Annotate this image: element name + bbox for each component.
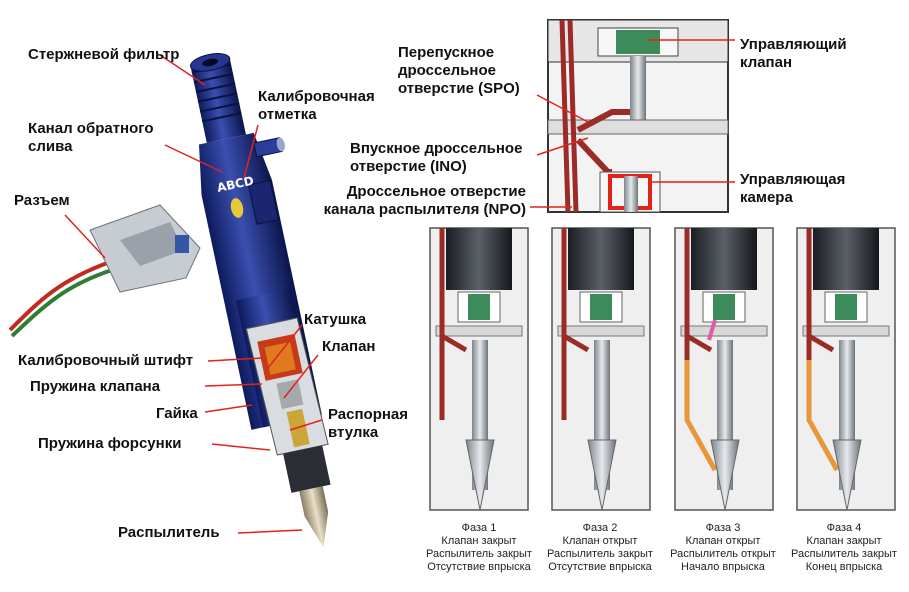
label-spo: Перепускное дроссельное отверстие (SPO) [398, 44, 520, 97]
label-control-valve: Управляющий клапан [740, 36, 847, 71]
phase-1-solenoid [446, 228, 512, 290]
phase-caption-2: Фаза 2 Клапан открыт Распылитель закрыт … [541, 522, 659, 574]
phase-3-return-flow [707, 319, 717, 341]
phase-caption-3: Фаза 3 Клапан открыт Распылитель открыт … [664, 522, 782, 574]
injector-body-illustration: ABCD [190, 53, 331, 548]
phase-4-plate [802, 325, 890, 337]
phase-2-nozzle: Распылитель закрыт [547, 548, 653, 560]
phase-1-illustration [429, 227, 529, 511]
phase-caption-1: Фаза 1 Клапан закрыт Распылитель закрыт … [420, 522, 538, 574]
phase-1-injection: Отсутствие впрыска [427, 561, 531, 573]
phase-4-illustration [796, 227, 896, 511]
label-nozzle: Распылитель [118, 524, 220, 541]
phase-1-fuel-line [439, 228, 468, 420]
phase-3-injection: Начало впрыска [681, 561, 765, 573]
phase-2-injection: Отсутствие впрыска [548, 561, 652, 573]
label-calibration-pin: Калибровочный штифт [18, 352, 194, 369]
phase-2-solenoid [568, 228, 634, 290]
phase-2-fuel-line [561, 228, 590, 420]
phase-2-green-valve [590, 294, 612, 320]
top-right-leaders [530, 39, 735, 208]
label-valve: Клапан [322, 338, 376, 355]
phase-4-green-valve [835, 294, 857, 320]
phase-1-plate [435, 325, 523, 337]
left-leaders [64, 54, 323, 534]
phase-caption-4: Фаза 4 Клапан закрыт Распылитель закрыт … [785, 522, 903, 574]
phase-illustrations [429, 227, 896, 511]
label-npo: Дроссельное отверстие канала распылителя… [323, 183, 526, 218]
phase-3-plate [680, 325, 768, 337]
phase-2-nozzle-tip [587, 439, 617, 511]
phase-4-high-pressure-flow [806, 360, 840, 472]
phase-3-solenoid [691, 228, 757, 290]
phase-3-title: Фаза 3 [705, 522, 741, 534]
phase-4-title: Фаза 4 [826, 522, 862, 534]
phase-1-valve: Клапан закрыт [441, 535, 517, 547]
label-valve-spring: Пружина клапана [30, 378, 161, 395]
phase-2-plate [557, 325, 645, 337]
phase-3-green-valve [713, 294, 735, 320]
phase-4-valve: Клапан закрыт [806, 535, 882, 547]
phase-2-illustration [551, 227, 651, 511]
label-return-channel: Канал обратного слива [28, 120, 154, 155]
phase-2-title: Фаза 2 [582, 522, 618, 534]
label-calibration-mark: Калибровочная отметка [258, 88, 375, 123]
label-connector: Разъем [14, 192, 70, 209]
phase-1-nozzle-tip [465, 439, 495, 511]
phase-3-high-pressure-flow [684, 360, 718, 472]
label-coil: Катушка [304, 311, 367, 328]
label-spacer-sleeve: Распорная втулка [328, 406, 409, 441]
phase-4-nozzle-tip [832, 439, 862, 511]
phase-1-green-valve [468, 294, 490, 320]
phase-4-nozzle: Распылитель закрыт [791, 548, 897, 560]
phase-4-solenoid [813, 228, 879, 290]
connector-illustration [8, 204, 201, 338]
phase-1-title: Фаза 1 [461, 522, 497, 534]
phase-1-nozzle: Распылитель закрыт [426, 548, 532, 560]
phase-3-nozzle-tip [710, 439, 740, 511]
label-control-chamber: Управляющая камера [740, 171, 846, 206]
phase-3-valve: Клапан открыт [685, 535, 761, 547]
phase-4-injection: Конец впрыска [805, 561, 883, 573]
phase-3-illustration [674, 227, 774, 511]
label-nut: Гайка [156, 405, 198, 422]
control-valve-detail-illustration [547, 19, 729, 213]
phase-2-valve: Клапан открыт [562, 535, 638, 547]
label-ino: Впускное дроссельное отверстие (INO) [350, 140, 523, 175]
phase-3-nozzle: Распылитель открыт [670, 548, 776, 560]
label-injector-spring: Пружина форсунки [38, 435, 182, 452]
label-rod-filter: Стержневой фильтр [28, 46, 180, 63]
